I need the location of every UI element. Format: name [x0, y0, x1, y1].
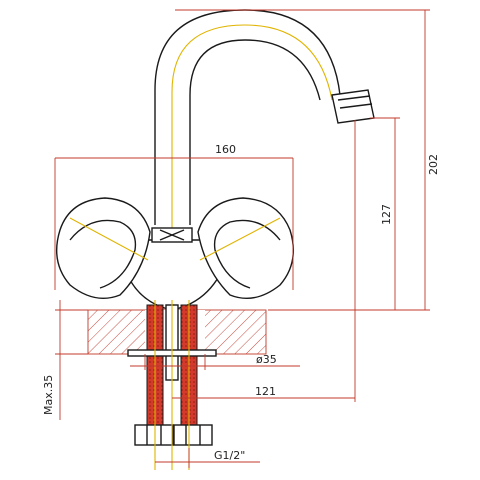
dim-spout-height-label: 127: [380, 204, 393, 225]
dim-thread-label: G1/2": [214, 449, 245, 462]
spout: [154, 9, 375, 232]
dim-hole-diameter-label: ø35: [256, 353, 277, 366]
hose-center-lines: [154, 300, 190, 470]
dim-max-thickness-label: Max.35: [42, 375, 55, 415]
right-handle: [197, 197, 294, 299]
left-handle: [56, 197, 151, 299]
dimension-lines: [54, 9, 430, 468]
dim-total-height-label: 202: [427, 154, 440, 175]
dim-offset-label: 121: [255, 385, 276, 398]
dim-width-label: 160: [215, 143, 236, 156]
